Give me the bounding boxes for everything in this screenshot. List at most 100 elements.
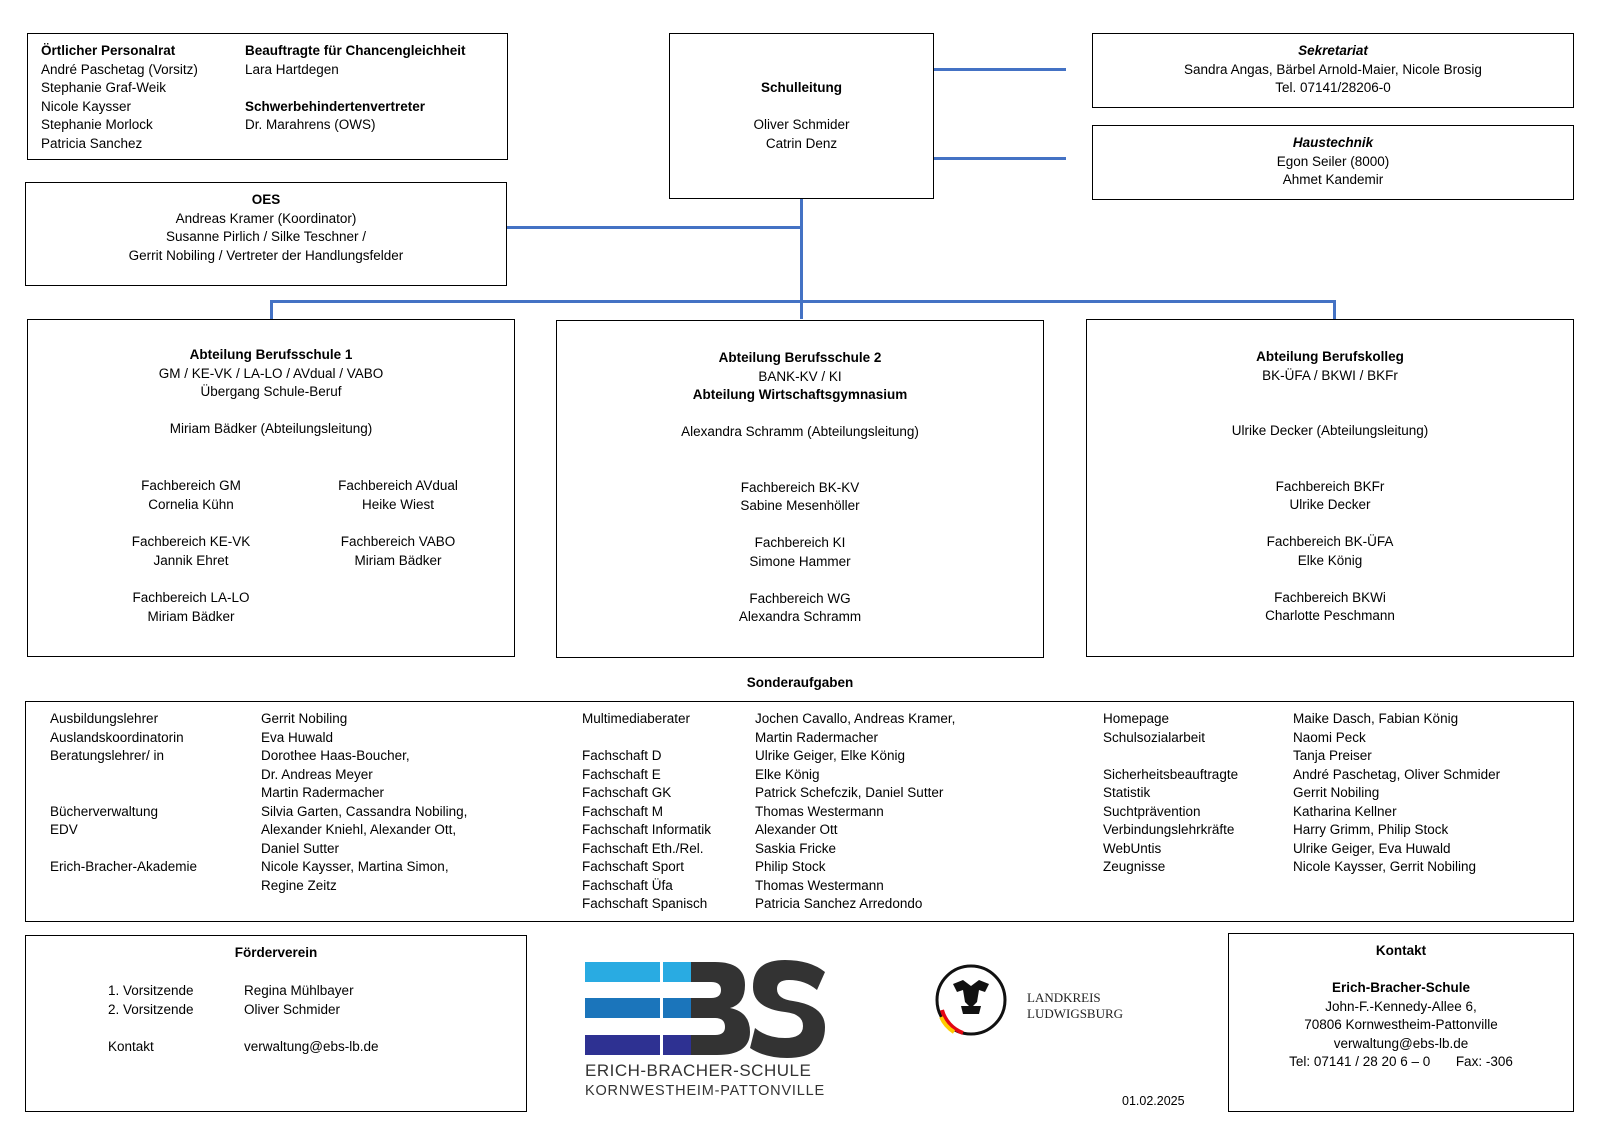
kontakt-fax: Fax: -306: [1455, 1054, 1513, 1069]
fachbereich-name: Fachbereich KE-VK: [131, 534, 251, 549]
sonder-value: Nicole Kaysser, Gerrit Nobiling: [1293, 859, 1477, 874]
sonder-label: [50, 784, 197, 803]
sonder-value: Nicole Kaysser, Martina Simon,: [261, 859, 449, 874]
sonder-value: Elke König: [755, 766, 820, 782]
fachbereich-person: Charlotte Peschmann: [1265, 608, 1395, 623]
kontakt-city: 70806 Kornwestheim-Pattonville: [1304, 1017, 1498, 1032]
sonder-label: Fachschaft Üfa: [582, 877, 673, 893]
personalrat-title: Örtlicher Personalrat: [41, 43, 176, 58]
kontakt-tel: Tel: 07141 / 28 20 6 – 0: [1289, 1054, 1431, 1069]
fachbereich-ki: Fachbereich KI Simone Hammer: [557, 534, 1043, 571]
fachbereich-name: Fachbereich KI: [754, 535, 846, 550]
fachbereich-ke-vk: Fachbereich KE-VK Jannik Ehret: [91, 533, 291, 570]
sonder-label: Bücherverwaltung: [50, 803, 159, 819]
oes-line: Andreas Kramer (Koordinator): [175, 210, 357, 226]
bs1-leitung: Miriam Bädker (Abteilungsleitung): [169, 421, 373, 436]
bs2-leitung: Alexandra Schramm (Abteilungsleitung): [681, 424, 919, 439]
fachbereich-wg: Fachbereich WG Alexandra Schramm: [557, 590, 1043, 627]
fachbereich-person: Alexandra Schramm: [738, 609, 862, 624]
oes-line: Susanne Pirlich / Silke Teschner /: [165, 229, 367, 244]
fachbereich-person: Cornelia Kühn: [148, 496, 234, 512]
sonder-value: Patricia Sanchez Arredondo: [755, 896, 923, 911]
sonder-value: Alexander Ott: [755, 822, 838, 837]
sonder-value: Regine Zeitz: [261, 877, 337, 893]
kontakt-title: Kontakt: [1375, 943, 1427, 958]
fachbereich-bkfr: Fachbereich BKFr Ulrike Decker: [1087, 478, 1573, 515]
connector-oes: [507, 226, 801, 229]
sonderaufgaben-box: Ausbildungslehrer Auslandskoordinatorin …: [25, 701, 1574, 922]
sonder-value: Tanja Preiser: [1293, 748, 1372, 763]
sekretariat-box: Sekretariat Sandra Angas, Bärbel Arnold-…: [1092, 33, 1574, 108]
bs1-subtitle-2: Übergang Schule-Beruf: [200, 384, 342, 399]
schulleitung-box: Schulleitung Oliver Schmider Catrin Denz: [669, 33, 934, 199]
sonder-label: Erich-Bracher-Akademie: [50, 859, 198, 874]
fachbereich-person: Sabine Mesenhöller: [740, 498, 860, 513]
sonder-value: Patrick Schefczik, Daniel Sutter: [755, 785, 944, 800]
sonder-value: Gerrit Nobiling: [1293, 785, 1380, 800]
landkreis-logo: LANDKREIS LUDWIGSBURG: [933, 962, 1133, 1042]
chancengleichheit-name: Lara Hartdegen: [245, 61, 339, 77]
fachbereich-person: Heike Wiest: [361, 496, 434, 512]
sonder-label: Zeugnisse: [1103, 859, 1166, 874]
fachbereich-name: Fachbereich GM: [141, 478, 241, 493]
sekretariat-tel: Tel. 07141/28206-0: [1275, 80, 1391, 95]
landkreis-line1: LANDKREIS: [1027, 990, 1101, 1005]
personalrat-member: Nicole Kaysser: [41, 98, 132, 114]
connector-schulleitung-haustechnik: [911, 157, 1066, 160]
department-bk-box: Abteilung Berufskolleg BK-ÜFA / BKWI / B…: [1086, 319, 1574, 657]
ebs-logo-mark: [585, 960, 825, 1058]
department-bs1-box: Abteilung Berufsschule 1 GM / KE-VK / LA…: [27, 319, 515, 657]
personalrat-box: Örtlicher Personalrat André Paschetag (V…: [27, 33, 508, 160]
sonder-label: [1103, 747, 1238, 766]
sonder-value: Maike Dasch, Fabian König: [1293, 711, 1459, 726]
foerderverein-box: Förderverein 1. Vorsitzende 2. Vorsitzen…: [25, 935, 527, 1112]
oes-box: OES Andreas Kramer (Koordinator) Susanne…: [25, 182, 507, 286]
sonder-label: Suchtprävention: [1103, 803, 1201, 819]
sonder-label: Verbindungslehrkräfte: [1103, 822, 1235, 837]
fachbereich-person: Ulrike Decker: [1289, 497, 1371, 512]
foerderverein-value: Oliver Schmider: [244, 1001, 341, 1017]
bs2-subtitle: BANK-KV / KI: [758, 368, 842, 384]
schulleitung-name: Oliver Schmider: [753, 117, 850, 132]
bs1-subtitle: GM / KE-VK / LA-LO / AVdual / VABO: [158, 365, 384, 381]
fachbereich-gm: Fachbereich GM Cornelia Kühn: [91, 477, 291, 514]
fachbereich-la-lo: Fachbereich LA-LO Miriam Bädker: [91, 589, 291, 626]
foerderverein-label: 2. Vorsitzende: [108, 1001, 194, 1017]
haustechnik-name: Egon Seiler (8000): [1276, 153, 1390, 169]
sonder-label: Fachschaft Informatik: [582, 822, 712, 837]
chancengleichheit-title: Beauftragte für Chancengleichheit: [245, 43, 466, 58]
kontakt-email: verwaltung@ebs-lb.de: [1333, 1035, 1469, 1051]
foerderverein-title: Förderverein: [234, 945, 318, 960]
sonder-label: Fachschaft M: [582, 803, 664, 819]
sonder-value: Jochen Cavallo, Andreas Kramer,: [755, 711, 956, 726]
foerderverein-label: Kontakt: [108, 1038, 154, 1054]
ebs-logo-location: KORNWESTHEIM-PATTONVILLE: [585, 1083, 825, 1099]
sonder-value: Dr. Andreas Meyer: [261, 766, 373, 782]
haustechnik-box: Haustechnik Egon Seiler (8000) Ahmet Kan…: [1092, 125, 1574, 200]
sonder-value: Dorothee Haas-Boucher,: [261, 748, 410, 763]
fachbereich-bk-uefa: Fachbereich BK-ÜFA Elke König: [1087, 533, 1573, 570]
sonder-label: [50, 840, 197, 859]
sonder-value: Ulrike Geiger, Eva Huwald: [1293, 840, 1451, 856]
ebs-logo-name: ERICH-BRACHER-SCHULE: [585, 1061, 812, 1080]
ebs-logo: ERICH-BRACHER-SCHULE KORNWESTHEIM-PATTON…: [585, 960, 825, 1100]
personalrat-member: Stephanie Morlock: [41, 117, 153, 132]
kontakt-school: Erich-Bracher-Schule: [1331, 980, 1471, 995]
sonder-label: WebUntis: [1103, 840, 1162, 856]
sonder-label: EDV: [50, 822, 78, 837]
sonder-label: [582, 729, 711, 748]
wirtschaftsgymnasium-title: Abteilung Wirtschaftsgymnasium: [692, 387, 908, 402]
sonder-value: André Paschetag, Oliver Schmider: [1293, 766, 1501, 782]
sekretariat-names: Sandra Angas, Bärbel Arnold-Maier, Nicol…: [1184, 61, 1482, 77]
fachbereich-person: Elke König: [1297, 552, 1363, 568]
schulleitung-title: Schulleitung: [761, 80, 842, 95]
landkreis-line2: LUDWIGSBURG: [1027, 1006, 1124, 1021]
sonder-label: Statistik: [1103, 785, 1151, 800]
fachbereich-vabo: Fachbereich VABO Miriam Bädker: [298, 533, 498, 570]
schwerbehindertenvertreter-name: Dr. Marahrens (OWS): [245, 117, 376, 132]
kontakt-box: Kontakt Erich-Bracher-Schule John-F.-Ken…: [1228, 933, 1574, 1112]
sonder-value: Alexander Kniehl, Alexander Ott,: [261, 822, 457, 837]
connector-bs1: [270, 300, 273, 320]
foerderverein-label: 1. Vorsitzende: [108, 983, 194, 998]
fachbereich-person: Jannik Ehret: [153, 552, 229, 568]
